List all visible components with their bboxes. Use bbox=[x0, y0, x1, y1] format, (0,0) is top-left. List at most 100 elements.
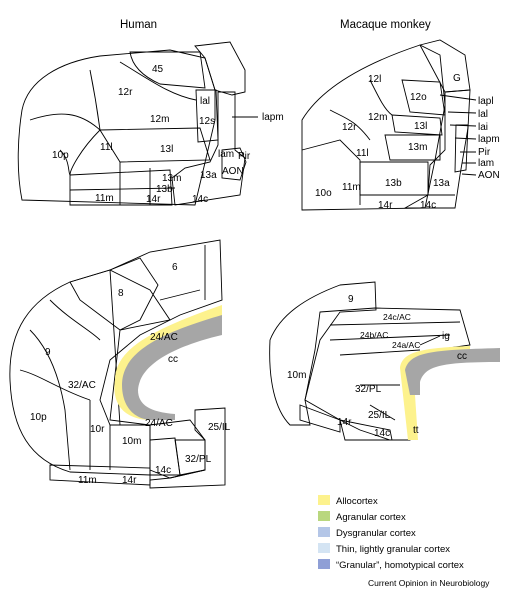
label-32pl: 32/PL bbox=[355, 384, 382, 395]
label-10p: 10p bbox=[52, 150, 69, 161]
macaque-orbital-labels: 12l G 12o lapl lal lai lapm 12r 12m 13l … bbox=[315, 73, 500, 211]
label-aon: AON bbox=[478, 170, 500, 181]
label-lapl: lapl bbox=[478, 96, 494, 107]
label-13m: 13m bbox=[408, 142, 427, 153]
legend-label: Agranular cortex bbox=[336, 512, 406, 523]
legend-item-agranular: Agranular cortex bbox=[318, 511, 406, 523]
corpus-callosum bbox=[122, 315, 222, 420]
legend-label: Thin, lightly granular cortex bbox=[336, 544, 450, 555]
label-9: 9 bbox=[348, 294, 354, 305]
human-medial-labels: 6 8 24/AC cc 9 32/AC 10p 10r 24/AC 25/IL… bbox=[30, 262, 231, 486]
legend-swatch bbox=[318, 495, 330, 505]
region-45 bbox=[129, 51, 206, 89]
label-14r: 14r bbox=[337, 417, 352, 428]
corpus-callosum bbox=[405, 348, 500, 395]
label-24ac-lower: 24/AC bbox=[145, 418, 173, 429]
region-thin bbox=[69, 169, 173, 206]
pointer-lines bbox=[439, 94, 477, 176]
label-ig: ig bbox=[442, 331, 450, 342]
title-human: Human bbox=[120, 19, 157, 31]
label-45: 45 bbox=[152, 64, 164, 75]
label-lam: lam bbox=[478, 158, 494, 169]
legend-item-granular: “Granular”, homotypical cortex bbox=[318, 559, 464, 571]
label-11l: 11l bbox=[356, 148, 369, 159]
region-8 bbox=[69, 257, 159, 331]
label-14r: 14r bbox=[146, 194, 161, 205]
region-granular bbox=[301, 44, 446, 211]
region-13m bbox=[384, 134, 441, 161]
title-macaque: Macaque monkey bbox=[340, 19, 431, 31]
region-thin bbox=[299, 404, 341, 433]
label-32ac: 32/AC bbox=[68, 380, 96, 391]
label-12r: 12r bbox=[342, 122, 357, 133]
label-12l: 12l bbox=[368, 74, 381, 85]
label-32pl: 32/PL bbox=[185, 454, 212, 465]
label-cc: cc bbox=[457, 351, 467, 362]
label-lal: lal bbox=[478, 109, 488, 120]
human-medial-map bbox=[9, 239, 226, 489]
human-orbital-labels: 45 12r 12m 12s lal lapm 11l 10p 13l lam … bbox=[52, 64, 284, 205]
label-12o: 12o bbox=[410, 92, 427, 103]
source-credit: Current Opinion in Neurobiology bbox=[368, 578, 490, 588]
label-10m: 10m bbox=[287, 370, 306, 381]
label-14c: 14c bbox=[374, 428, 390, 439]
region-14c bbox=[339, 419, 393, 441]
label-lapm: lapm bbox=[478, 134, 500, 145]
label-25il: 25/IL bbox=[368, 410, 391, 421]
label-24bac: 24b/AC bbox=[360, 330, 388, 340]
label-12s: 12s bbox=[199, 116, 215, 127]
label-pir: Pir bbox=[478, 147, 491, 158]
label-24ac-upper: 24/AC bbox=[150, 332, 178, 343]
region-allocortex bbox=[454, 124, 469, 173]
label-9: 9 bbox=[45, 347, 51, 358]
region-agranular bbox=[171, 91, 246, 206]
legend-swatch bbox=[318, 559, 330, 569]
label-8: 8 bbox=[118, 288, 124, 299]
macaque-medial-map bbox=[269, 281, 500, 441]
label-25il: 25/IL bbox=[208, 422, 231, 433]
macaque-medial-labels: 9 24c/AC 24b/AC ig 24a/AC cc 10m 32/PL 2… bbox=[287, 294, 467, 439]
label-13l: 13l bbox=[160, 144, 173, 155]
label-11m: 11m bbox=[95, 193, 114, 204]
label-11l: 11l bbox=[100, 142, 113, 153]
region-granular bbox=[17, 49, 216, 206]
region-granular bbox=[269, 281, 377, 426]
label-lai: lai bbox=[478, 122, 488, 133]
label-pir: Pir bbox=[238, 151, 251, 162]
legend-label: “Granular”, homotypical cortex bbox=[336, 560, 464, 571]
label-12m: 12m bbox=[150, 114, 169, 125]
label-13a: 13a bbox=[200, 170, 217, 181]
legend-label: Allocortex bbox=[336, 496, 378, 507]
region-agranular bbox=[99, 239, 223, 479]
region-allocortex bbox=[221, 147, 247, 181]
label-14c: 14c bbox=[155, 465, 171, 476]
legend-swatch bbox=[318, 543, 330, 553]
label-12r: 12r bbox=[118, 87, 133, 98]
label-14r: 14r bbox=[122, 475, 137, 486]
label-6: 6 bbox=[172, 262, 178, 273]
label-10o: 10o bbox=[315, 188, 332, 199]
label-11m: 11m bbox=[78, 475, 97, 486]
label-11m: 11m bbox=[342, 182, 361, 193]
legend-item-dysgranular: Dysgranular cortex bbox=[318, 527, 416, 539]
label-13m: 13m bbox=[162, 173, 181, 184]
label-lapm: lapm bbox=[262, 112, 284, 123]
legend-swatch bbox=[318, 527, 330, 537]
legend-swatch bbox=[318, 511, 330, 521]
label-lam: lam bbox=[218, 149, 234, 160]
label-14r: 14r bbox=[378, 200, 393, 211]
label-24aac: 24a/AC bbox=[392, 340, 420, 350]
label-13b: 13b bbox=[156, 184, 173, 195]
macaque-orbital-map bbox=[301, 39, 471, 211]
pointer-ig bbox=[419, 335, 441, 346]
region-13l bbox=[99, 127, 211, 163]
legend-label: Dysgranular cortex bbox=[336, 528, 416, 539]
label-10m: 10m bbox=[122, 436, 141, 447]
region-agranular bbox=[403, 89, 471, 209]
legend-item-thin: Thin, lightly granular cortex bbox=[318, 543, 450, 555]
label-10p: 10p bbox=[30, 412, 47, 423]
label-aon: AON bbox=[222, 166, 244, 177]
label-lal: lal bbox=[200, 96, 210, 107]
label-13a: 13a bbox=[433, 178, 450, 189]
